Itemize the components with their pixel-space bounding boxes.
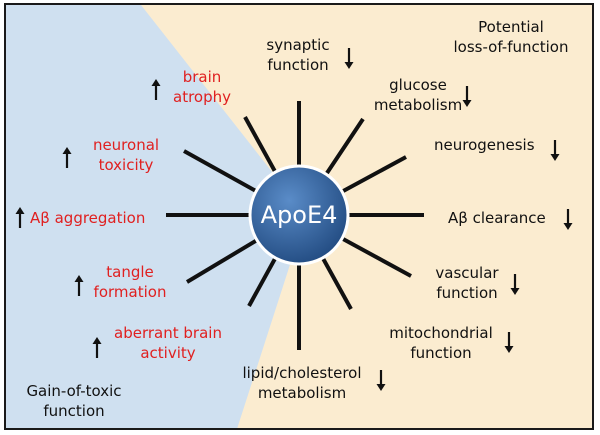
down-arrow-icon (510, 273, 520, 295)
up-arrow-icon (62, 147, 72, 169)
loss-item-lipid-cholesterol-metabolism: lipid/cholesterol metabolism (228, 363, 376, 403)
hub-label: ApoE4 (260, 201, 338, 229)
vascular-function-line-2: function (436, 284, 498, 302)
loss-item-synaptic-function: synaptic function (258, 35, 338, 75)
tangle-formation-line-2: formation (93, 283, 167, 301)
down-arrow-icon (344, 47, 354, 69)
hub-circle (248, 164, 350, 266)
aberrant-brain-activity-line-2: activity (140, 344, 196, 362)
up-arrow-icon (74, 275, 84, 297)
diagram-canvas (6, 5, 424, 428)
vascular-function-line-1: vascular (435, 264, 499, 282)
gain-legend: Gain-of-toxic function (14, 381, 134, 421)
gain-region-background (6, 5, 306, 428)
loss-legend: Potential loss-of-function (436, 17, 586, 57)
down-arrow-icon (550, 139, 560, 161)
synaptic-function-line-2: function (267, 56, 329, 74)
loss-item-vascular-function: vascular function (426, 263, 508, 303)
down-arrow-icon (462, 85, 472, 107)
tangle-formation-line-1: tangle (106, 263, 154, 281)
brain-atrophy-line-1: brain (182, 68, 222, 86)
lipid-cholesterol-metabolism-line-2: metabolism (257, 384, 347, 402)
diagram-frame: ApoE4 Potential loss-of-function Gain-of… (4, 3, 594, 430)
gain-item-aberrant-brain-activity: aberrant brain activity (104, 323, 232, 363)
loss-item-abeta-clearance: Aβ clearance (448, 209, 546, 227)
loss-item-mitochondrial-function: mitochondrial function (384, 323, 498, 363)
loss-item-neurogenesis: neurogenesis (434, 136, 535, 154)
glucose-metabolism-line-2: metabolism (373, 96, 463, 114)
down-arrow-icon (376, 369, 386, 391)
mitochondrial-function-line-1: mitochondrial (389, 324, 493, 342)
down-arrow-icon (563, 208, 573, 230)
up-arrow-icon (92, 337, 102, 359)
glucose-metabolism-line-1: glucose (389, 76, 447, 94)
up-arrow-icon (151, 79, 161, 101)
loss-item-glucose-metabolism: glucose metabolism (370, 75, 466, 115)
gain-legend-line-1: Gain-of-toxic (26, 382, 122, 400)
gain-legend-line-2: function (43, 402, 105, 420)
brain-atrophy-line-2: atrophy (173, 88, 231, 106)
gain-item-tangle-formation: tangle formation (92, 262, 168, 302)
neuronal-toxicity-line-1: neuronal (92, 136, 160, 154)
aberrant-brain-activity-line-1: aberrant brain (114, 324, 222, 342)
gain-item-abeta-aggregation: Aβ aggregation (30, 209, 146, 227)
loss-legend-line-1: Potential (478, 18, 544, 36)
mitochondrial-function-line-2: function (410, 344, 472, 362)
synaptic-function-line-1: synaptic (266, 36, 330, 54)
gain-item-neuronal-toxicity: neuronal toxicity (80, 135, 172, 175)
neuronal-toxicity-line-2: toxicity (98, 156, 154, 174)
lipid-cholesterol-metabolism-line-1: lipid/cholesterol (242, 364, 362, 382)
gain-item-brain-atrophy: brain atrophy (170, 67, 234, 107)
down-arrow-icon (504, 331, 514, 353)
loss-legend-line-2: loss-of-function (453, 38, 569, 56)
up-arrow-icon (15, 207, 25, 229)
